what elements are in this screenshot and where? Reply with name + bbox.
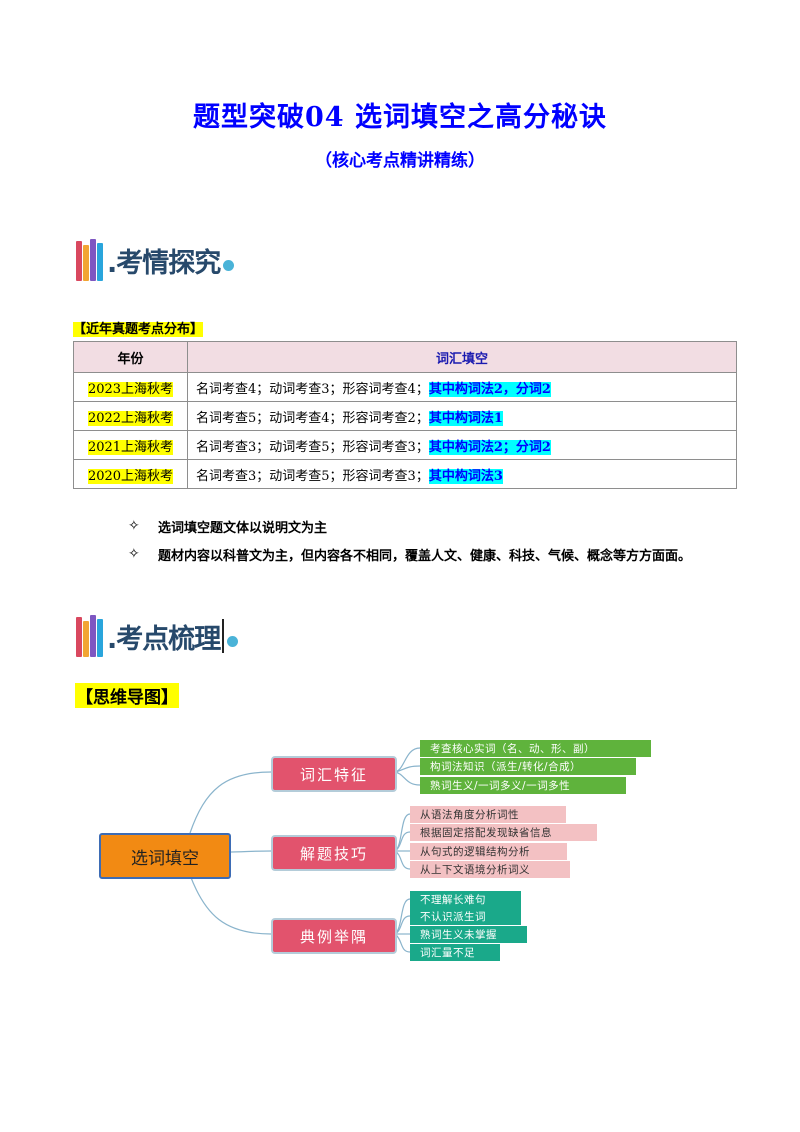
bullet-list: ✧ 选词填空题文体以说明文为主 ✧ 题材内容以科普文为主，但内容各不相同，覆盖人… xyxy=(128,512,691,568)
mindmap-leaf: 考查核心实词（名、动、形、副） xyxy=(420,740,651,757)
year-cell: 2020上海秋考 xyxy=(87,468,174,484)
page-title: 题型突破04 选词填空之高分秘诀 xyxy=(193,102,607,133)
year-cell: 2022上海秋考 xyxy=(87,410,174,426)
mindmap-leaf: 从上下文语境分析词义 xyxy=(410,861,570,878)
books-icon xyxy=(76,615,104,657)
dot-icon xyxy=(223,259,235,271)
mindmap-branch-examples: 典例举隅 xyxy=(271,918,397,954)
mindmap-leaf: 熟词生义未掌握 xyxy=(410,926,527,943)
mindmap-leaf: 根据固定搭配发现缺省信息 xyxy=(410,824,597,841)
section-heading-exam-analysis: .考情探究 xyxy=(76,236,235,284)
page-subtitle: （核心考点精讲精练） xyxy=(315,151,485,171)
mindmap-leaf: 词汇量不足 xyxy=(410,944,500,961)
mindmap-leaf: 熟词生义/一词多义/一词多性 xyxy=(420,777,626,794)
text-cursor xyxy=(222,619,225,653)
bullet-text: 选词填空题文体以说明文为主 xyxy=(158,520,328,536)
books-icon xyxy=(76,239,104,281)
table-label: 【近年真题考点分布】 xyxy=(73,322,204,337)
table-row: 2020上海秋考 名词考查3；动词考查5；形容词考查3；其中构词法3 xyxy=(73,459,737,489)
section-heading-key-points: .考点梳理 xyxy=(76,612,239,660)
list-item: ✧ 题材内容以科普文为主，但内容各不相同，覆盖人文、健康、科技、气候、概念等方方… xyxy=(128,540,691,568)
mindmap-leaf: 从语法角度分析词性 xyxy=(410,806,566,823)
year-cell: 2023上海秋考 xyxy=(87,381,174,397)
column-header-vocab: 词汇填空 xyxy=(187,341,737,373)
star-bullet-icon: ✧ xyxy=(128,546,140,562)
mindmap-branch-solving-skills: 解题技巧 xyxy=(271,835,397,871)
bullet-text: 题材内容以科普文为主，但内容各不相同，覆盖人文、健康、科技、气候、概念等方方面面… xyxy=(158,548,692,564)
detail-text: 名词考查3；动词考查5；形容词考查3； xyxy=(196,468,429,484)
detail-highlight: 其中构词法3 xyxy=(428,468,503,484)
table-row: 2023上海秋考 名词考查4；动词考查3；形容词考查4；其中构词法2，分词2 xyxy=(73,372,737,402)
year-cell: 2021上海秋考 xyxy=(87,439,174,455)
table-row: 2021上海秋考 名词考查3；动词考查5；形容词考查3；其中构词法2；分词2 xyxy=(73,430,737,460)
list-item: ✧ 选词填空题文体以说明文为主 xyxy=(128,512,691,540)
mindmap-branch-vocab-features: 词汇特征 xyxy=(271,756,397,792)
mindmap-leaf: 不理解长难句 xyxy=(410,891,521,908)
detail-highlight: 其中构词法2；分词2 xyxy=(428,439,551,455)
detail-text: 名词考查5；动词考查4；形容词考查2； xyxy=(196,410,429,426)
mindmap-leaf: 不认识派生词 xyxy=(410,908,521,925)
detail-highlight: 其中构词法1 xyxy=(428,410,503,426)
detail-highlight: 其中构词法2，分词2 xyxy=(428,381,551,397)
dot-icon xyxy=(227,635,239,647)
star-bullet-icon: ✧ xyxy=(128,518,140,534)
mindmap-root: 选词填空 xyxy=(99,833,231,879)
section-heading-text: .考点梳理 xyxy=(107,623,221,655)
mindmap-leaf: 构词法知识（派生/转化/合成） xyxy=(420,758,636,775)
table-header-row: 年份 词汇填空 xyxy=(73,341,737,373)
detail-text: 名词考查4；动词考查3；形容词考查4； xyxy=(196,381,429,397)
exam-distribution-table: 年份 词汇填空 2023上海秋考 名词考查4；动词考查3；形容词考查4；其中构词… xyxy=(73,341,737,489)
section-heading-text: .考情探究 xyxy=(107,247,221,279)
mindmap-label: 【思维导图】 xyxy=(75,683,179,708)
mindmap-leaf: 从句式的逻辑结构分析 xyxy=(410,843,567,860)
detail-text: 名词考查3；动词考查5；形容词考查3； xyxy=(196,439,429,455)
